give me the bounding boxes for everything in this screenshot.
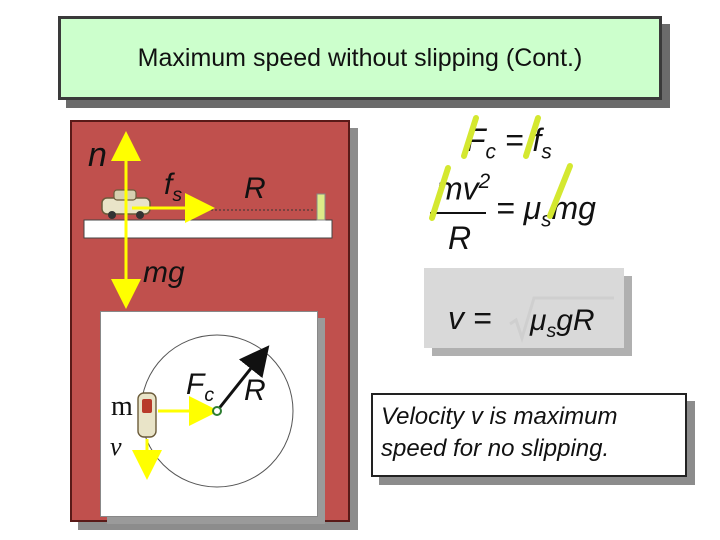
fs-mark: [523, 115, 541, 159]
page-title: Maximum speed without slipping (Cont.): [137, 43, 583, 72]
cancel-mark-left: [429, 165, 451, 221]
top-view-diagram: [132, 334, 294, 488]
equals-marks: [461, 115, 541, 159]
fc-mark: [461, 115, 479, 159]
equation-friction-right: = μsmg: [496, 190, 596, 232]
friction-label: fs: [164, 168, 183, 206]
mass-label: m: [111, 391, 133, 422]
cancel-mark-right: [547, 163, 573, 219]
weight-label: mg: [143, 256, 185, 289]
title-banner: Maximum speed without slipping (Cont.): [58, 16, 662, 100]
fraction-bar: [430, 212, 486, 214]
equation-denominator: R: [448, 220, 472, 256]
velocity-label: v: [110, 432, 122, 461]
cancel-marks: [429, 163, 573, 221]
center-point: [212, 406, 222, 416]
center-pole: [316, 193, 326, 221]
radius-label-bottom: R: [244, 374, 266, 407]
normal-label: n: [88, 136, 107, 174]
velocity-formula-left: v =: [448, 300, 492, 336]
road-surface: [83, 219, 333, 239]
square-root-icon: [509, 296, 614, 343]
radius-label-top: R: [244, 172, 266, 205]
centripetal-label: Fc: [186, 368, 215, 406]
velocity-note: Velocity v is maximum speed for no slipp…: [371, 393, 687, 477]
equation-fc-fs: Fc = fs: [466, 122, 552, 164]
side-view-diagram: [83, 131, 333, 309]
car-top-view-icon: [137, 392, 157, 438]
radius-arrow: [215, 345, 270, 412]
velocity-formula-right: μsgR: [530, 304, 595, 342]
